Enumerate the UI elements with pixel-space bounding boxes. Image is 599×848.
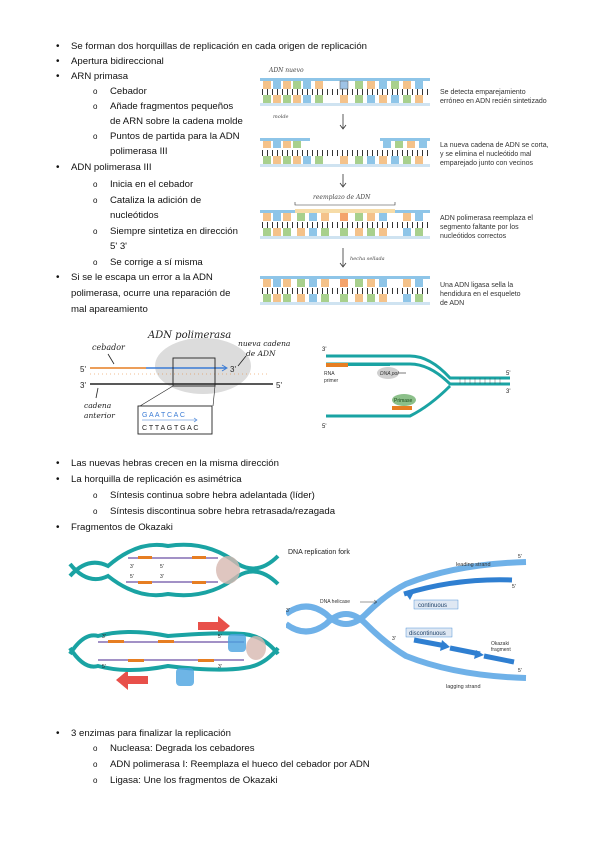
prime-5-top: 5'	[80, 365, 86, 374]
bullet-text: Se forman dos horquillas de replicación …	[56, 40, 367, 53]
label-reemplazo: reemplazo de ADN	[313, 194, 371, 201]
sub-bullet-text: Cataliza la adición de	[93, 194, 201, 207]
bullet-continuation: mal apareamiento	[71, 304, 148, 315]
okazaki-5-b: 5'	[518, 668, 522, 674]
bubble-5-d: 5'	[102, 664, 106, 670]
primase-label: Primase	[394, 398, 413, 404]
sub-bullet-text: Nucleasa: Degrada los cebadores	[93, 742, 254, 755]
continuous-label: continuous	[418, 603, 447, 609]
rna-primer-label-1: RNA	[324, 371, 335, 377]
sub-bullet-continuation: 5' 3'	[110, 241, 127, 252]
bubble-5-c: 5'	[218, 634, 222, 640]
label-cebador: cebador	[92, 343, 126, 352]
label-adn-polimerasa: ADN polimerasa	[147, 330, 231, 341]
replication-bubble-diagram: 3' 5' 5' 3' 3' 5' 5' 3'	[68, 542, 280, 690]
sub-bullet-text: Puntos de partida para la ADN	[93, 130, 240, 143]
okazaki-label-1: Okazaki	[491, 641, 509, 647]
step-note-2: La nueva cadena de ADN se corta,y se eli…	[440, 142, 549, 167]
discontinuous-label: discontinuous	[409, 631, 446, 637]
sub-bullet-text: Se corrige a sí misma	[93, 256, 203, 269]
strand-segments	[263, 80, 423, 90]
fork-title: DNA replication fork	[288, 549, 350, 556]
sub-bullet-text: Ligasa: Une los fragmentos de Okazaki	[93, 774, 277, 787]
seq-bottom: C T T A G T G A C	[142, 425, 198, 432]
prime-3-bottom: 3'	[80, 381, 86, 390]
okazaki-fork-diagram: DNA replication fork leading strand lagg…	[286, 549, 527, 690]
label-adn-nuevo: ADN nuevo	[268, 67, 304, 74]
helicase-label: DNA helicase	[320, 599, 350, 605]
replication-fork-primase: 3' DNA pol RNA primer 5' 3' Primase 5'	[322, 347, 510, 430]
lagging-strand-label: lagging strand	[446, 684, 481, 690]
bullet-text: ADN polimerasa III	[56, 161, 151, 174]
bubble-5-a: 5'	[160, 564, 164, 570]
okazaki-3-b: 3'	[392, 636, 396, 642]
leading-strand-label: leading strand	[456, 562, 491, 568]
sub-bullet-text: Siempre sintetiza en dirección	[93, 225, 238, 238]
prime-5-bottom: 5'	[276, 381, 282, 390]
fork-3-right: 3'	[506, 389, 510, 395]
label-hecha-sellada: hecha sellada	[350, 256, 385, 262]
bullet-text: Las nuevas hebras crecen en la misma dir…	[56, 457, 279, 470]
sub-bullet-text: Cebador	[93, 85, 147, 98]
sub-bullet-text: Inicia en el cebador	[93, 178, 193, 191]
bubble-3-b: 3'	[160, 574, 164, 580]
dna-pol-label: DNA pol	[380, 371, 399, 377]
sub-bullet-text: ADN polimerasa I: Reemplaza el hueco del…	[93, 758, 370, 771]
label-cadena-anterior-1: cadena	[84, 401, 111, 410]
bullet-text: 3 enzimas para finalizar la replicación	[56, 727, 231, 740]
label-nueva-cadena-1: nueva cadena	[238, 339, 290, 348]
prime-3-top: 3'	[230, 365, 236, 374]
okazaki-5-a: 5'	[512, 584, 516, 590]
bullet-continuation: polimerasa, ocurre una reparación de	[71, 288, 231, 299]
bullet-text: Si se le escapa un error a la ADN	[56, 271, 213, 284]
bubble-5-b: 5'	[130, 574, 134, 580]
okazaki-label-2: fragment	[491, 647, 511, 653]
label-cadena-anterior-2: anterior	[84, 411, 115, 420]
fork-5-bottom: 5'	[322, 424, 326, 430]
bullet-text: La horquilla de replicación es asimétric…	[56, 473, 242, 486]
sub-bullet-text: Síntesis continua sobre hebra adelantada…	[93, 489, 315, 502]
bullet-text: Fragmentos de Okazaki	[56, 521, 173, 534]
sub-bullet-continuation: polimerasa III	[110, 146, 168, 157]
bubble-3-c: 3'	[102, 634, 106, 640]
sub-bullet-continuation: de ARN sobre la cadena molde	[110, 116, 243, 127]
bubble-3-d: 3'	[218, 664, 222, 670]
okazaki-5-c: 5'	[518, 554, 522, 560]
polymerase-sketch: ADN polimerasa cebador nueva cadena de A…	[80, 330, 290, 435]
bubble-3-a: 3'	[130, 564, 134, 570]
label-molde: molde	[273, 114, 289, 120]
label-nueva-cadena-2: de ADN	[246, 349, 276, 358]
okazaki-3-a: 3'	[286, 608, 290, 614]
sub-bullet-continuation: nucleótidos	[110, 210, 159, 221]
seq-top: G A A T C A C	[142, 412, 185, 419]
mismatch-repair-diagram: ADN nuevo molde	[260, 67, 430, 305]
bullet-text: ARN primasa	[56, 70, 128, 83]
bullet-text: Apertura bidireccional	[56, 55, 164, 68]
sub-bullet-text: Añade fragmentos pequeños	[93, 100, 233, 113]
sub-bullet-text: Síntesis discontinua sobre hebra retrasa…	[93, 505, 335, 518]
fork-5-right: 5'	[506, 371, 510, 377]
rna-primer-label-2: primer	[324, 378, 339, 384]
fork-3-top: 3'	[322, 347, 326, 353]
